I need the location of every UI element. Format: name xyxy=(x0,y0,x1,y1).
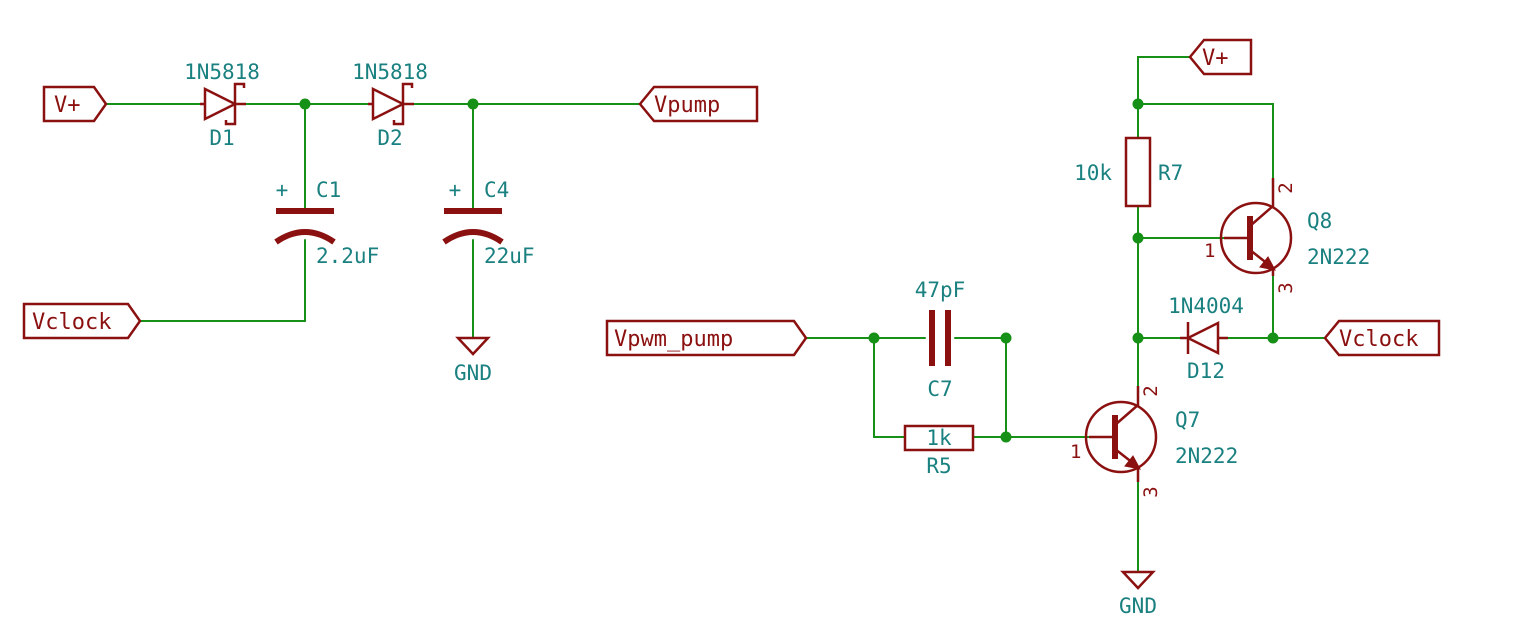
d1-ref: D1 xyxy=(209,126,234,150)
gnd-symbol-right: GND xyxy=(1119,570,1157,618)
c1-value: 2.2uF xyxy=(316,244,379,268)
q8-pin2: 2 xyxy=(1275,182,1297,193)
resistor-r7[interactable]: 10k R7 xyxy=(1074,136,1183,208)
c4-value: 22uF xyxy=(484,244,535,268)
c7-ref: C7 xyxy=(927,377,952,401)
global-label-vplus-left[interactable]: V+ xyxy=(42,85,108,123)
junction-dot xyxy=(1267,332,1279,344)
diode-d12[interactable]: 1N4004 D12 xyxy=(1168,294,1244,383)
capacitor-c7[interactable]: 47pF C7 xyxy=(915,278,966,401)
junction-dot xyxy=(1000,431,1012,443)
diode-d1[interactable]: 1N5818 D1 xyxy=(184,60,260,150)
transistor-q7[interactable]: 1 2 3 Q7 2N222 xyxy=(1070,385,1238,497)
svg-text:Vclock: Vclock xyxy=(1339,327,1418,352)
svg-text:Vpump: Vpump xyxy=(654,93,720,118)
diode-d2[interactable]: 1N5818 D2 xyxy=(352,60,428,150)
d2-ref: D2 xyxy=(377,126,402,150)
q7-ref: Q7 xyxy=(1175,408,1200,432)
c1-plus: + xyxy=(276,178,289,202)
junction-dot xyxy=(1132,332,1144,344)
junction-dot xyxy=(299,98,311,110)
gnd-right-label: GND xyxy=(1119,594,1157,618)
junction-dot xyxy=(467,98,479,110)
q8-value: 2N222 xyxy=(1307,245,1370,269)
q8-ref: Q8 xyxy=(1307,209,1332,233)
junctions xyxy=(299,98,1279,443)
c7-value: 47pF xyxy=(915,278,966,302)
c1-ref: C1 xyxy=(316,178,341,202)
svg-text:Vpwm_pump: Vpwm_pump xyxy=(614,327,733,352)
global-label-vpwm-pump[interactable]: Vpwm_pump xyxy=(605,319,808,357)
r5-ref: R5 xyxy=(926,454,951,478)
c4-plus: + xyxy=(449,178,462,202)
global-label-vclock-left[interactable]: Vclock xyxy=(22,302,142,340)
c4-ref: C4 xyxy=(484,178,509,202)
r7-value: 10k xyxy=(1074,161,1112,185)
svg-text:V+: V+ xyxy=(54,93,81,118)
transistor-q8[interactable]: 1 2 3 Q8 2N222 xyxy=(1204,178,1370,294)
capacitor-c1[interactable]: + C1 2.2uF xyxy=(274,178,380,268)
gnd-symbol-left: GND xyxy=(454,336,492,385)
junction-dot xyxy=(1000,332,1012,344)
gnd-left-label: GND xyxy=(454,361,492,385)
q8-pin3: 3 xyxy=(1275,282,1297,293)
junction-dot xyxy=(1132,232,1144,244)
junction-dot xyxy=(868,332,880,344)
q8-pin1: 1 xyxy=(1204,240,1215,262)
d12-value: 1N4004 xyxy=(1168,294,1244,318)
svg-text:Vclock: Vclock xyxy=(32,310,111,335)
global-label-vclock-right[interactable]: Vclock xyxy=(1323,319,1441,357)
junction-dot xyxy=(1132,98,1144,110)
global-label-vpump[interactable]: Vpump xyxy=(638,85,759,123)
resistor-r5[interactable]: 1k R5 xyxy=(903,424,975,478)
svg-text:V+: V+ xyxy=(1202,46,1229,71)
q7-pin1: 1 xyxy=(1070,441,1081,463)
q7-pin3: 3 xyxy=(1140,486,1162,497)
r7-ref: R7 xyxy=(1158,161,1183,185)
r5-value: 1k xyxy=(926,426,952,450)
global-label-vplus-right[interactable]: V+ xyxy=(1188,38,1253,76)
d2-value: 1N5818 xyxy=(352,60,428,84)
d1-value: 1N5818 xyxy=(184,60,260,84)
q7-value: 2N222 xyxy=(1175,444,1238,468)
capacitor-c4[interactable]: + C4 22uF xyxy=(442,178,535,268)
q7-pin2: 2 xyxy=(1140,385,1162,396)
d12-ref: D12 xyxy=(1187,359,1225,383)
